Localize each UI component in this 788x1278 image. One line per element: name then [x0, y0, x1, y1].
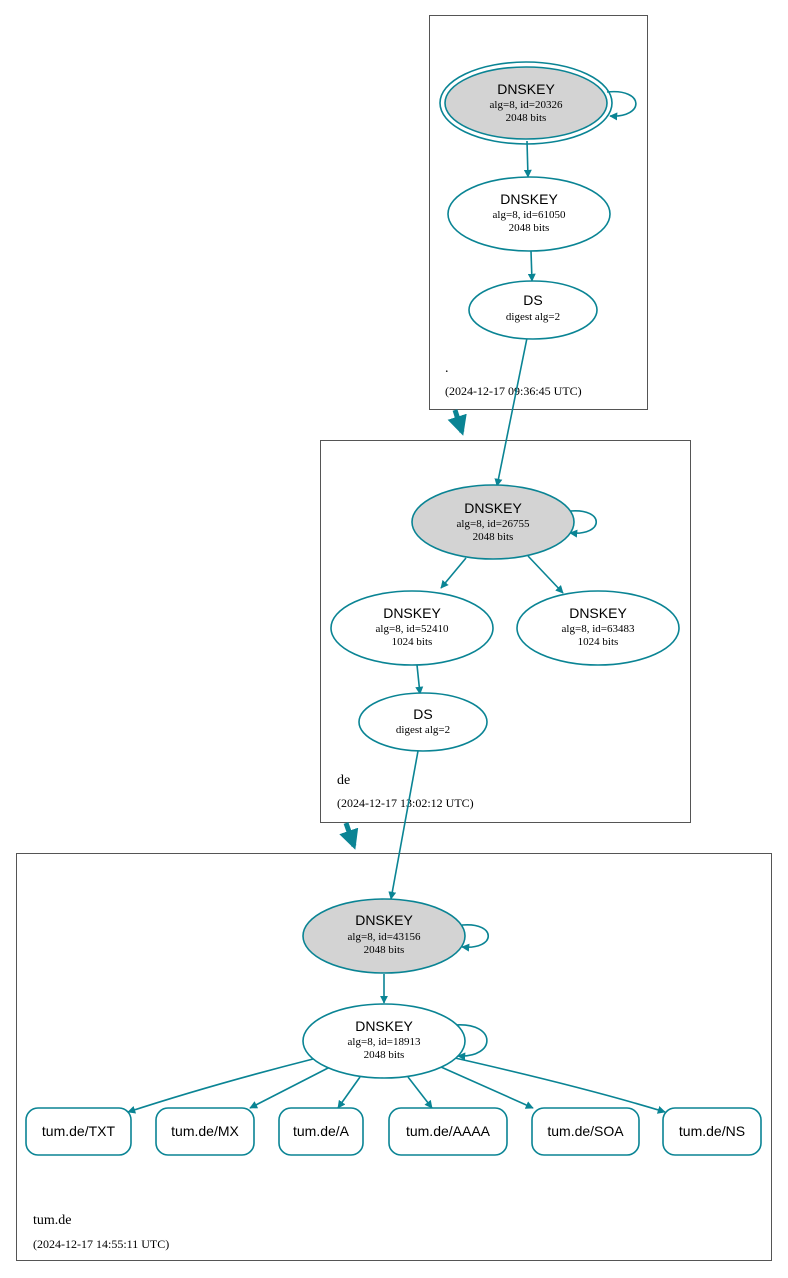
node-de-ds: DS digest alg=2: [358, 692, 488, 752]
node-de-zsk2-line1: alg=8, id=63483: [562, 623, 635, 635]
node-root-ds-line1: digest alg=2: [506, 311, 560, 323]
edge-tum-zsk-self: [454, 1024, 488, 1061]
node-de-zsk1: DNSKEY alg=8, id=52410 1024 bits: [330, 590, 494, 666]
node-root-zsk: DNSKEY alg=8, id=61050 2048 bits: [447, 176, 611, 252]
edge-root-ds-to-de-ksk: [494, 337, 528, 487]
node-root-zsk-title: DNSKEY: [500, 191, 558, 207]
rrset-soa: tum.de/SOA: [531, 1107, 640, 1156]
edge-de-ds-to-tum-ksk: [388, 750, 419, 900]
zone-root-name: .: [445, 361, 449, 376]
rrset-aaaa-box: [388, 1107, 508, 1156]
node-de-zsk2: DNSKEY alg=8, id=63483 1024 bits: [516, 590, 680, 666]
edge-zsk-to-soa: [440, 1066, 534, 1109]
rrset-mx-box: [155, 1107, 255, 1156]
rrset-ns: tum.de/NS: [662, 1107, 762, 1156]
node-de-zsk2-shape: [516, 590, 680, 666]
zone-root: . (2024-12-17 09:36:45 UTC): [429, 15, 648, 410]
node-root-zsk-line1: alg=8, id=61050: [493, 209, 566, 221]
node-root-ksk-line1: alg=8, id=20326: [490, 99, 563, 111]
node-root-ds: DS digest alg=2: [468, 280, 598, 340]
edge-de-ksk-self: [569, 510, 598, 538]
node-tum-ksk: DNSKEY alg=8, id=43156 2048 bits: [302, 898, 466, 974]
node-tum-zsk-line1: alg=8, id=18913: [348, 1036, 421, 1048]
rrset-txt-box: [25, 1107, 132, 1156]
edge-zsk-to-mx: [249, 1066, 331, 1109]
zone-de-name: de: [337, 773, 350, 788]
node-tum-zsk-shape: [302, 1003, 466, 1079]
edge-de-ksk-to-zsk1: [440, 557, 467, 589]
rrset-ns-box: [662, 1107, 762, 1156]
rrset-aaaa: tum.de/AAAA: [388, 1107, 508, 1156]
node-tum-ksk-shape: [302, 898, 466, 974]
zone-tum-name: tum.de: [33, 1213, 72, 1228]
zone-tum-time: (2024-12-17 14:55:11 UTC): [33, 1237, 169, 1251]
node-root-zsk-shape: [447, 176, 611, 252]
rrset-mx: tum.de/MX: [155, 1107, 255, 1156]
node-root-ds-shape: [468, 280, 598, 340]
node-tum-zsk: DNSKEY alg=8, id=18913 2048 bits: [302, 1003, 466, 1079]
rrset-a-label: tum.de/A: [293, 1123, 350, 1139]
node-tum-zsk-title: DNSKEY: [355, 1018, 413, 1034]
zone-tum: tum.de (2024-12-17 14:55:11 UTC): [16, 853, 772, 1261]
node-de-ksk-shape: [411, 484, 575, 560]
edge-de-zsk1-to-ds: [415, 664, 424, 695]
node-root-ksk-outer: [439, 61, 613, 145]
node-root-zsk-line2: 2048 bits: [509, 222, 550, 234]
node-tum-ksk-line2: 2048 bits: [364, 944, 405, 956]
node-tum-ksk-title: DNSKEY: [355, 912, 413, 928]
node-tum-ksk-line1: alg=8, id=43156: [348, 931, 421, 943]
node-root-ds-title: DS: [523, 292, 542, 308]
edge-zsk-to-txt: [127, 1058, 314, 1114]
rrset-a: tum.de/A: [278, 1107, 364, 1156]
edge-root-ksk-self: [606, 90, 637, 121]
node-root-ksk-line2: 2048 bits: [506, 112, 547, 124]
node-de-zsk2-title: DNSKEY: [569, 605, 627, 621]
edge-de-ksk-to-zsk2: [527, 555, 564, 594]
node-de-zsk1-line1: alg=8, id=52410: [376, 623, 449, 635]
node-de-ksk: DNSKEY alg=8, id=26755 2048 bits: [411, 484, 575, 560]
edge-zsk-to-aaaa: [407, 1076, 433, 1109]
zone-root-box: [429, 15, 648, 410]
node-de-ksk-line1: alg=8, id=26755: [457, 518, 530, 530]
delegation-de-to-tum: [339, 822, 359, 850]
node-de-ksk-title: DNSKEY: [464, 500, 522, 516]
rrset-aaaa-label: tum.de/AAAA: [406, 1123, 491, 1139]
node-de-zsk2-line2: 1024 bits: [578, 636, 619, 648]
rrset-ns-label: tum.de/NS: [679, 1123, 745, 1139]
node-de-zsk1-line2: 1024 bits: [392, 636, 433, 648]
delegation-root-to-de: [447, 409, 467, 436]
rrset-a-box: [278, 1107, 364, 1156]
edge-root-ksk-to-zsk: [523, 140, 532, 178]
node-root-ksk-title: DNSKEY: [497, 81, 555, 97]
rrset-mx-label: tum.de/MX: [171, 1123, 239, 1139]
zone-tum-box: [16, 853, 772, 1261]
zone-root-time: (2024-12-17 09:36:45 UTC): [445, 384, 582, 398]
node-de-ds-title: DS: [413, 706, 432, 722]
node-de-ds-line1: digest alg=2: [396, 724, 450, 736]
zone-de-time: (2024-12-17 13:02:12 UTC): [337, 796, 474, 810]
edge-zsk-to-ns: [454, 1057, 666, 1114]
edge-zsk-to-a: [337, 1076, 361, 1109]
rrset-soa-box: [531, 1107, 640, 1156]
rrset-txt-label: tum.de/TXT: [42, 1123, 116, 1139]
rrset-txt: tum.de/TXT: [25, 1107, 132, 1156]
edge-root-zsk-to-ds: [527, 250, 536, 282]
edge-tum-ksk-self: [461, 924, 490, 952]
node-tum-zsk-line2: 2048 bits: [364, 1049, 405, 1061]
node-de-zsk1-title: DNSKEY: [383, 605, 441, 621]
node-de-zsk1-shape: [330, 590, 494, 666]
rrset-soa-label: tum.de/SOA: [547, 1123, 624, 1139]
node-de-ds-shape: [358, 692, 488, 752]
node-de-ksk-line2: 2048 bits: [473, 531, 514, 543]
node-root-ksk: DNSKEY alg=8, id=20326 2048 bits: [439, 61, 613, 145]
node-root-ksk-inner: [444, 66, 608, 140]
